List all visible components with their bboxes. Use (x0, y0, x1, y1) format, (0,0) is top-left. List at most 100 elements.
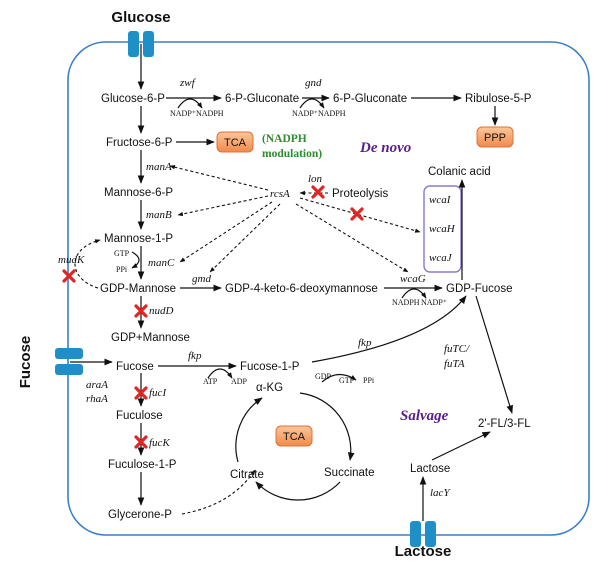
lactose-in: Lactose (410, 463, 450, 475)
rcsA-to-manB (177, 195, 269, 217)
gluconate-2: 6-P-Gluconate (333, 93, 407, 105)
cofactor-curve-wcaG (401, 288, 427, 299)
tca-box-cycle: TCA (275, 425, 313, 447)
colanic-acid: Colanic acid (428, 166, 491, 178)
fuculose: Fuculose (116, 410, 163, 422)
gene-wcaG: wcaG (400, 273, 426, 285)
salvage-title: Salvage (400, 408, 449, 424)
fl-product: 2'-FL/3-FL (478, 418, 531, 430)
gdp-keto-deoxymannose: GDP-4-keto-6-deoxymannose (225, 283, 378, 295)
gdp-fucose: GDP-Fucose (446, 283, 512, 295)
tca-box-top-label: TCA (224, 137, 247, 149)
gene-futC: fuTC/ (444, 343, 470, 355)
glycerone-to-tca (181, 469, 256, 515)
mannose-1p: Mannose-1-P (104, 233, 173, 245)
tca-arc-akg-succinate (299, 392, 355, 461)
proteolysis: Proteolysis (332, 188, 388, 200)
tca-arc-citrate-akg (235, 397, 263, 463)
tca-box-top: TCA (216, 131, 254, 153)
glucose-6p: Glucose-6-P (101, 93, 165, 105)
gene-wcaI: wcaI (429, 194, 452, 206)
fucose-in: Fucose (116, 361, 154, 373)
succinate: Succinate (324, 467, 375, 479)
cofactor-ppi-2: PPi (363, 376, 375, 385)
cofactor-gtp-1: GTP (114, 249, 130, 258)
cofactor-curve-fkp2 (321, 373, 357, 383)
cell-membrane (67, 41, 590, 536)
cofactor-curve-fkp (207, 368, 233, 379)
gene-gmd: gmd (192, 273, 211, 285)
fructose-6p: Fructose-6-P (106, 137, 173, 149)
gdp-mannose: GDP-Mannose (100, 283, 176, 295)
gene-manB: manB (146, 209, 172, 221)
rcsA-to-manC (179, 201, 273, 263)
cofactor-nadph-1: NADPH (196, 109, 224, 118)
tca-arc-succinate-citrate (255, 481, 341, 501)
gene-wcaJ: wcaJ (429, 252, 453, 264)
glycerone-p: Glycerone-P (108, 509, 172, 521)
fuculose-1p: Fuculose-1-P (108, 459, 177, 471)
fucose-transporter (55, 348, 83, 375)
knockout-mudK (62, 269, 76, 283)
nadph-note-line2: modulation) (262, 148, 322, 160)
glucose-transporter (128, 31, 154, 57)
de-novo-title: De novo (359, 140, 411, 156)
gene-manC: manC (148, 257, 175, 269)
cofactor-nadp-3: NADP⁺ (421, 298, 447, 307)
knockout-fucI (134, 386, 148, 400)
gene-fkp-1: fkp (188, 350, 202, 362)
gene-fucI: fucI (149, 387, 167, 399)
gene-nudD: nudD (149, 305, 174, 317)
gene-fucK: fucK (149, 437, 170, 449)
gene-rcsA: rcsA (270, 188, 290, 200)
arrow-gdpfucose-to-fl (475, 295, 513, 414)
rcsA-to-manA (169, 165, 269, 191)
cofactor-adp: ADP (231, 377, 248, 386)
cofactor-nadph-3: NADPH (392, 298, 420, 307)
gene-wcaH: wcaH (429, 223, 456, 235)
mannose-6p: Mannose-6-P (104, 187, 173, 199)
gene-lacY: lacY (430, 487, 451, 499)
cofactor-gtp-2: GTP (339, 376, 355, 385)
nadph-note-line1: (NADPH (262, 133, 307, 145)
cofactor-nadp-1: NADP⁺ (170, 109, 196, 118)
ppp-box-label: PPP (484, 132, 506, 144)
citrate: Citrate (230, 469, 264, 481)
gluconate-1: 6-P-Gluconate (225, 93, 299, 105)
cofactor-nadph-2: NADPH (318, 109, 346, 118)
tca-cycle (235, 392, 355, 501)
ppp-box: PPP (476, 126, 514, 148)
mudK-loop (74, 239, 101, 289)
cofactor-gdp: GDP (315, 372, 332, 381)
alpha-kg: α-KG (256, 382, 283, 394)
ribulose-5p: Ribulose-5-P (465, 93, 532, 105)
tca-box-cycle-label: TCA (283, 431, 306, 443)
rcsA-to-wcaG (295, 203, 409, 273)
arrow-f1p-to-gdpfucose (311, 295, 467, 363)
cofactor-nadp-2: NADP⁺ (292, 109, 318, 118)
gene-rhaA: rhaA (86, 393, 108, 405)
gene-mudK: mudK (58, 254, 85, 266)
gene-manA: manA (146, 161, 172, 173)
gene-futA: fuTA (444, 358, 465, 370)
cofactor-atp: ATP (203, 377, 218, 386)
cofactor-curve-zwf (177, 98, 203, 109)
gdp-plus-mannose: GDP+Mannose (111, 332, 190, 344)
rcsA-to-gmd (209, 203, 281, 273)
gene-zwf: zwf (179, 77, 197, 89)
fucose-label: Fucose (17, 336, 34, 389)
knockout-nudD (134, 304, 148, 318)
gene-gnd: gnd (305, 77, 322, 89)
fucose-1p: Fucose-1-P (240, 361, 300, 373)
cofactor-curve-manC (131, 251, 140, 269)
solid-arrows (70, 44, 513, 521)
gene-araA: araA (86, 379, 108, 391)
arrow-lactose-to-fl (431, 431, 491, 461)
knockout-fucK (134, 435, 148, 449)
knockout-lon (311, 185, 325, 199)
lactose-transporter (410, 521, 436, 547)
lactose-label: Lactose (395, 543, 452, 560)
gene-fkp-2: fkp (358, 337, 372, 349)
cofactor-ppi-1: PPi (116, 265, 128, 274)
